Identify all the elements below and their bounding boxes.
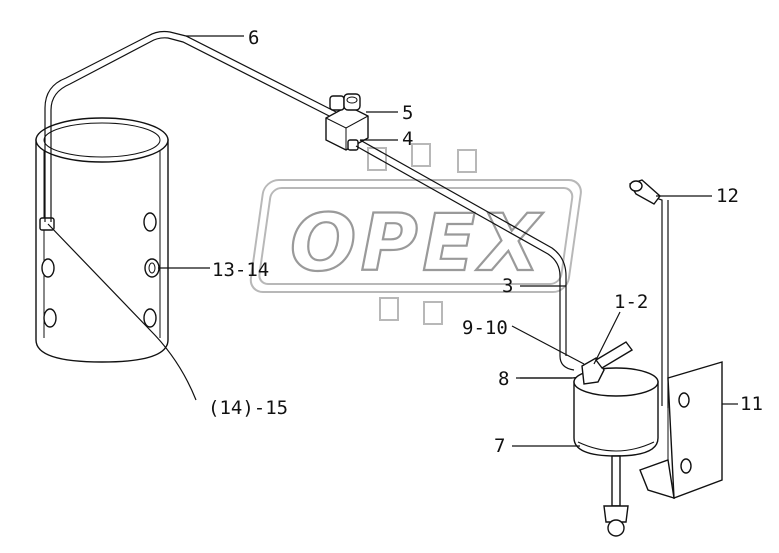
callout-3: 3 [502,275,513,297]
valve-fitting-1-2 [581,341,634,385]
pipe-3 [355,139,575,371]
air-tank [35,117,169,363]
fitting-12 [628,179,661,205]
callout-4: 4 [402,128,413,150]
callout-12: 12 [716,185,739,207]
callout-7: 7 [494,435,505,457]
leader-lines [158,35,738,447]
pipe-6 [44,30,349,222]
callout-14-15: (14)-15 [208,397,288,419]
callout-8: 8 [498,368,509,390]
callout-13-14: 13-14 [212,259,269,281]
callout-11: 11 [740,393,763,415]
line-14-15 [47,223,197,401]
callout-9-10: 9-10 [462,317,508,339]
pipe-12 [655,197,669,408]
callout-6: 6 [248,27,259,49]
callout-1-2: 1-2 [614,291,648,313]
bracket-11 [639,361,723,499]
valve-block [325,93,369,151]
pipe-8 [520,371,585,379]
callout-5: 5 [402,102,413,124]
air-dryer-7 [573,367,659,537]
watermark-text: OPEX [290,199,544,289]
opex-watermark: OPEX [249,143,582,325]
